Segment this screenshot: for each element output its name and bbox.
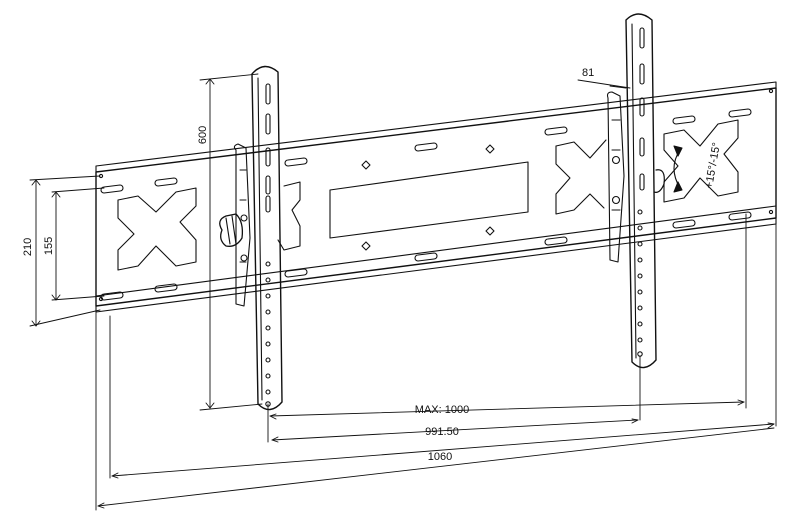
dimension-210-label: 210 — [22, 238, 34, 256]
dimension-600-label: 600 — [197, 126, 209, 144]
tilt-indicator — [673, 145, 683, 193]
tilt-angle-label: +15°/-15° — [703, 142, 723, 190]
dimension-max-width-label: MAX: 1000 — [415, 404, 469, 416]
dimension-lines — [29, 73, 777, 511]
dimension-81-label: 81 — [582, 67, 594, 79]
dimension-155-label: 155 — [43, 237, 55, 255]
back-plate — [95, 81, 777, 313]
left-vertical-arm — [219, 65, 283, 411]
dimension-1060-label: 1060 — [428, 451, 452, 463]
right-vertical-arm — [606, 13, 665, 369]
dimension-991-label: 991.50 — [425, 426, 459, 438]
